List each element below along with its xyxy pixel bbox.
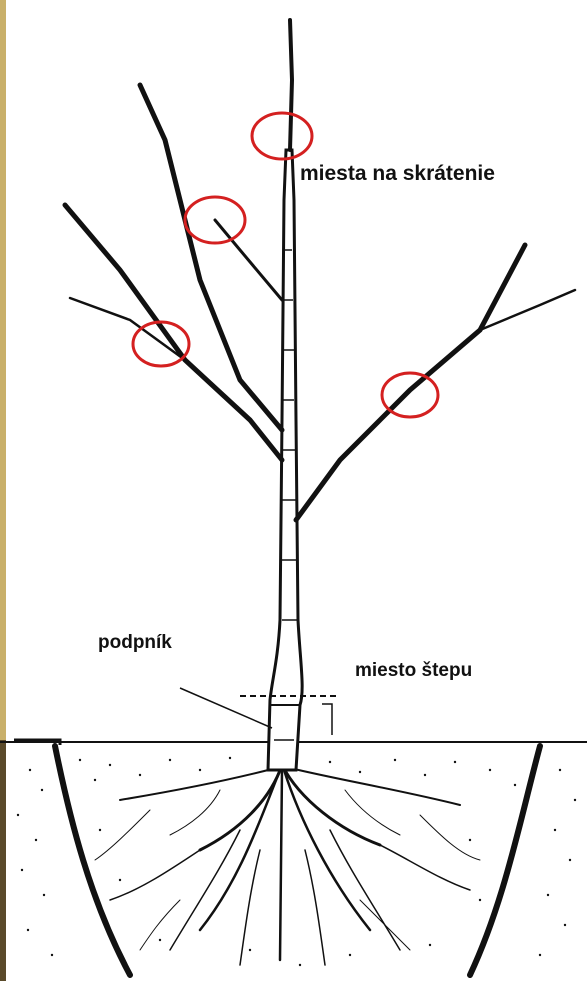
- rootstock-label: podpník: [98, 632, 172, 654]
- roots: [95, 765, 480, 965]
- planting-pit: [0, 740, 587, 975]
- pruning-points-label: miesta na skrátenie: [300, 162, 495, 186]
- trunk: [268, 150, 302, 770]
- graft-point-label: miesto štepu: [355, 660, 472, 682]
- pruning-circle-right: [382, 373, 438, 417]
- graft-point-marker: [180, 688, 340, 735]
- branches: [65, 20, 575, 520]
- pruning-circle-top: [252, 113, 312, 159]
- rootstock-leader-line: [180, 688, 272, 728]
